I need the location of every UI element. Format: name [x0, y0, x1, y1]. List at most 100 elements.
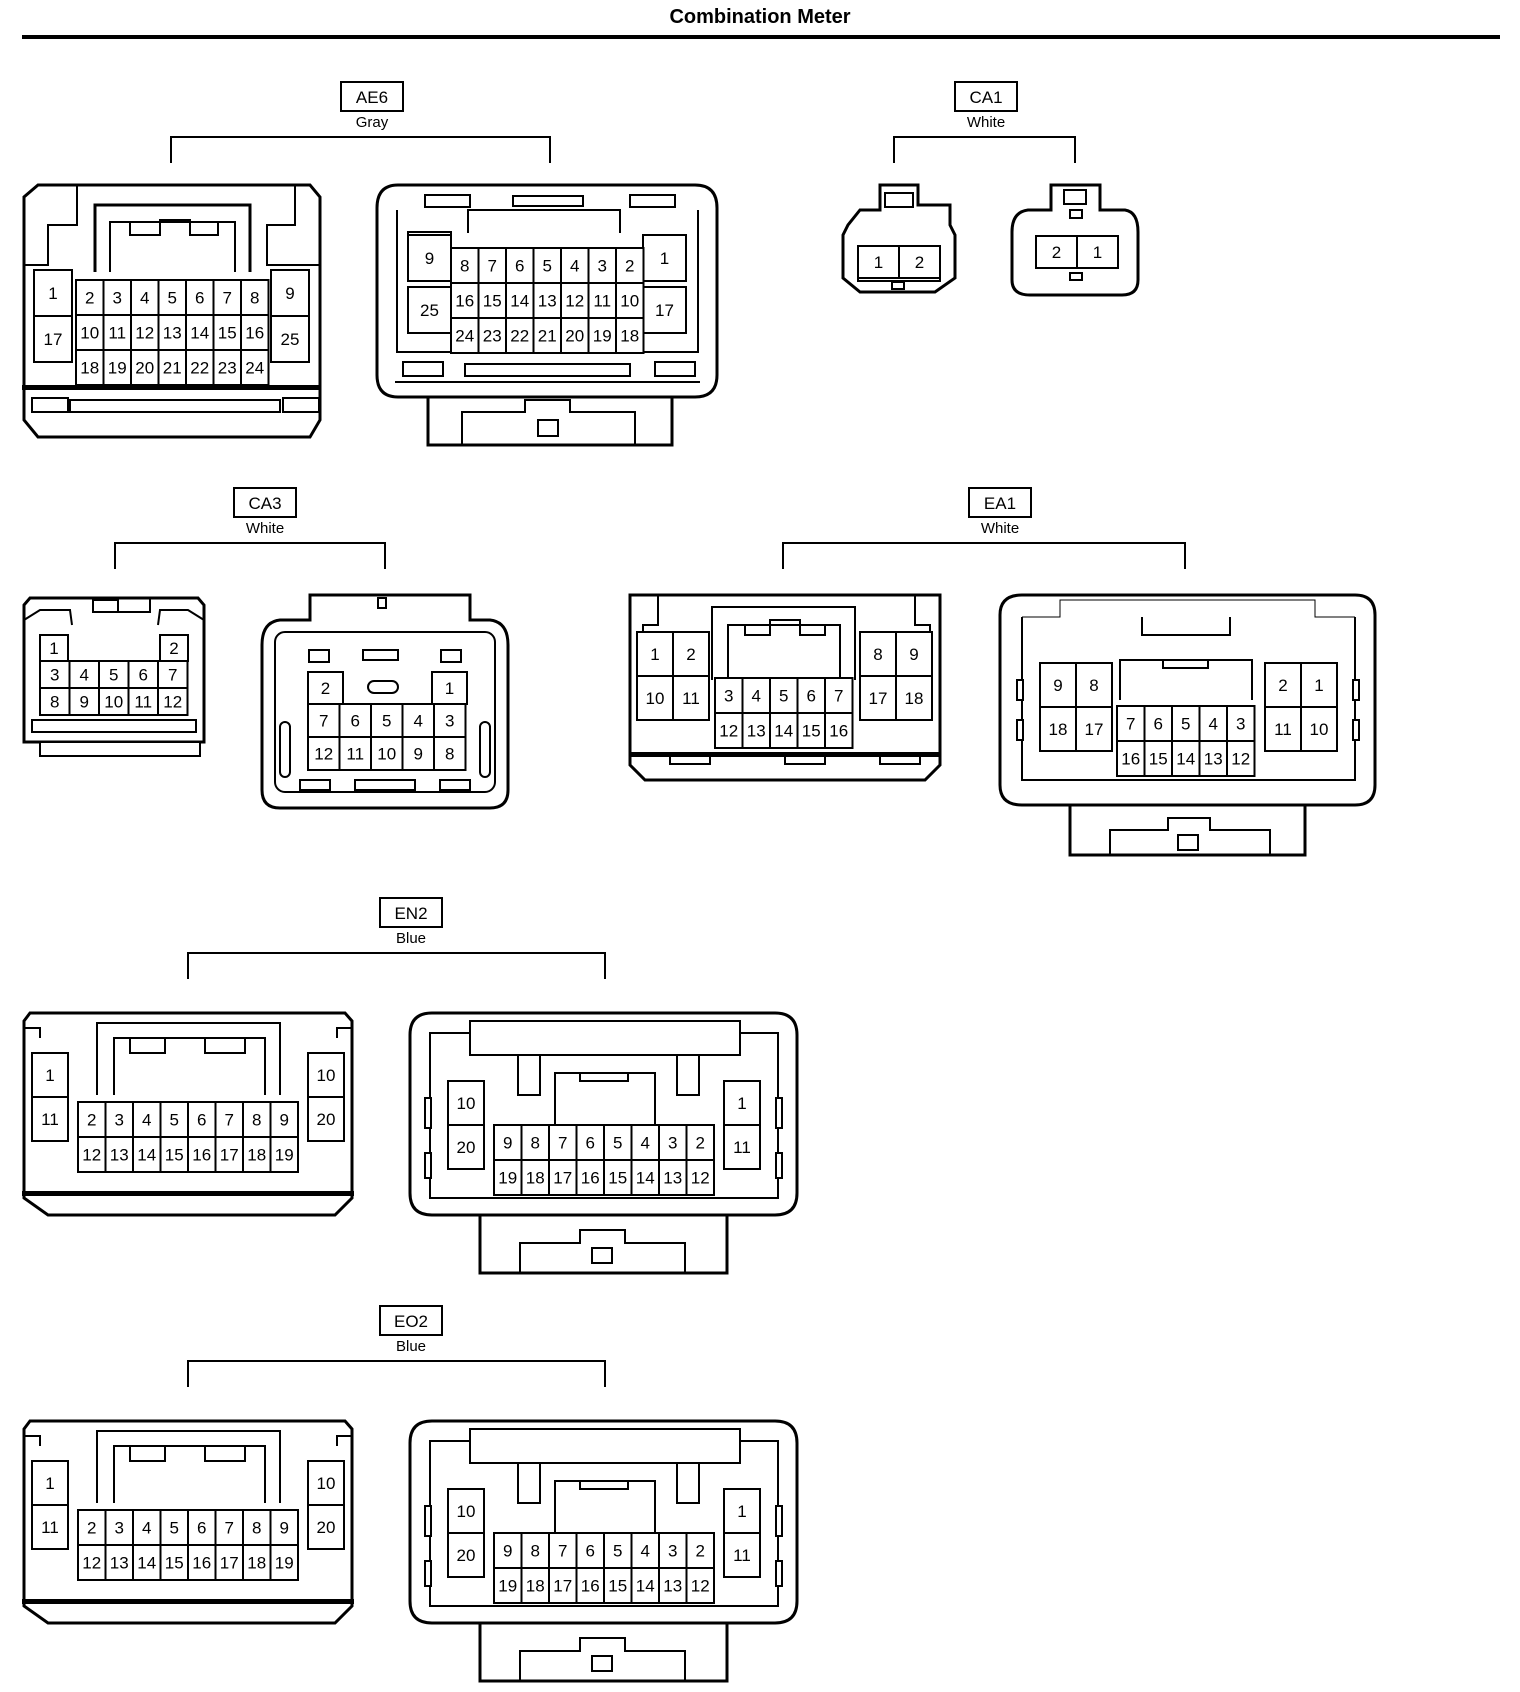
pin-16: 16	[192, 1554, 211, 1573]
pin-5: 5	[109, 666, 118, 685]
pin-7: 7	[488, 257, 497, 276]
pin-17: 17	[220, 1146, 239, 1165]
pin-10: 10	[457, 1502, 476, 1521]
pin-17: 17	[1085, 720, 1104, 739]
pin-20: 20	[457, 1546, 476, 1565]
pin-20: 20	[317, 1110, 336, 1129]
pin-18: 18	[620, 327, 639, 346]
pin-17: 17	[553, 1169, 572, 1188]
pin-4: 4	[142, 1519, 151, 1538]
pin-12: 12	[163, 693, 182, 712]
pin-3: 3	[724, 687, 733, 706]
pin-10: 10	[80, 324, 99, 343]
pin-19: 19	[498, 1577, 517, 1596]
pin-19: 19	[275, 1146, 294, 1165]
pin-4: 4	[80, 666, 89, 685]
pin-19: 19	[108, 359, 127, 378]
pin-8: 8	[252, 1111, 261, 1130]
pin-25: 25	[420, 301, 439, 320]
pin-11: 11	[1274, 720, 1292, 739]
pin-10: 10	[646, 689, 665, 708]
pin-5: 5	[168, 289, 177, 308]
pin-15: 15	[165, 1554, 184, 1573]
pin-15: 15	[608, 1169, 627, 1188]
pin-1: 1	[445, 679, 454, 698]
pin-12: 12	[565, 292, 584, 311]
pin-2: 2	[686, 645, 695, 664]
pin-3: 3	[115, 1519, 124, 1538]
pin-7: 7	[168, 666, 177, 685]
pin-6: 6	[197, 1519, 206, 1538]
pin-2: 2	[1278, 676, 1287, 695]
pin-15: 15	[1149, 750, 1168, 769]
pin-17: 17	[869, 689, 888, 708]
pin-8: 8	[1089, 676, 1098, 695]
pin-22: 22	[510, 327, 529, 346]
pin-16: 16	[829, 722, 848, 741]
pin-10: 10	[104, 693, 123, 712]
connector-color: Blue	[396, 930, 426, 947]
pin-3: 3	[1236, 715, 1245, 734]
pin-14: 14	[636, 1577, 655, 1596]
pin-10: 10	[620, 292, 639, 311]
pin-4: 4	[140, 289, 149, 308]
pin-14: 14	[190, 324, 209, 343]
pin-7: 7	[319, 712, 328, 731]
pin-11: 11	[593, 292, 611, 311]
connector-code: AE6	[356, 88, 388, 107]
pin-5: 5	[613, 1134, 622, 1153]
pin-20: 20	[565, 327, 584, 346]
pin-18: 18	[80, 359, 99, 378]
pin-2: 2	[915, 253, 924, 272]
pin-10: 10	[317, 1066, 336, 1085]
pin-9: 9	[1053, 676, 1062, 695]
pin-13: 13	[110, 1554, 129, 1573]
pin-14: 14	[510, 292, 529, 311]
pin-9: 9	[80, 693, 89, 712]
pin-3: 3	[50, 666, 59, 685]
pin-14: 14	[137, 1146, 156, 1165]
pin-13: 13	[163, 324, 182, 343]
pin-18: 18	[905, 689, 924, 708]
pin-9: 9	[285, 284, 294, 303]
pin-2: 2	[85, 289, 94, 308]
pin-8: 8	[445, 745, 454, 764]
pin-16: 16	[581, 1577, 600, 1596]
pin-5: 5	[613, 1542, 622, 1561]
connector-code: CA1	[969, 88, 1002, 107]
pin-24: 24	[455, 327, 474, 346]
pin-4: 4	[570, 257, 579, 276]
pin-12: 12	[719, 722, 738, 741]
pin-12: 12	[1231, 750, 1250, 769]
pin-1: 1	[1093, 243, 1102, 262]
pin-7: 7	[223, 289, 232, 308]
pin-5: 5	[543, 257, 552, 276]
pin-9: 9	[503, 1134, 512, 1153]
pin-8: 8	[531, 1134, 540, 1153]
pin-17: 17	[655, 301, 674, 320]
pin-15: 15	[608, 1577, 627, 1596]
pin-4: 4	[641, 1134, 650, 1153]
pin-4: 4	[142, 1111, 151, 1130]
pin-23: 23	[218, 359, 237, 378]
pin-4: 4	[414, 712, 423, 731]
pin-11: 11	[41, 1110, 59, 1129]
pin-3: 3	[113, 289, 122, 308]
pin-6: 6	[807, 687, 816, 706]
pin-12: 12	[691, 1577, 710, 1596]
pin-11: 11	[134, 693, 152, 712]
pin-7: 7	[225, 1111, 234, 1130]
pin-2: 2	[625, 257, 634, 276]
pin-6: 6	[139, 666, 148, 685]
pin-5: 5	[170, 1519, 179, 1538]
